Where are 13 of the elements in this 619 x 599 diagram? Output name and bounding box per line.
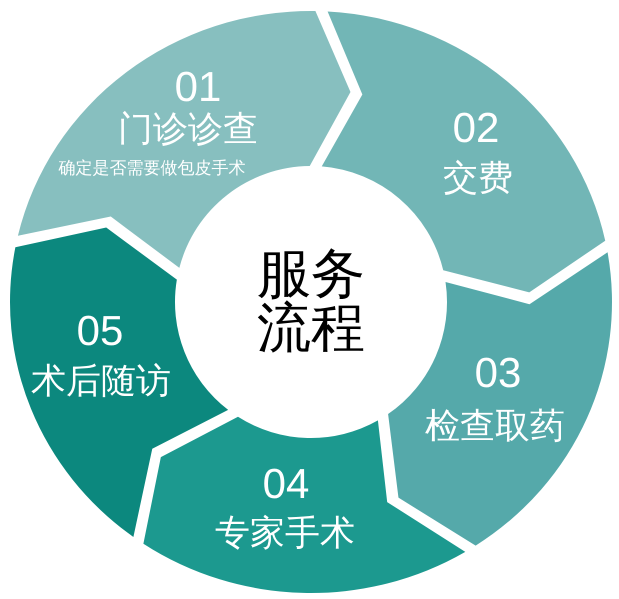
- step-number: 02: [452, 107, 500, 149]
- step-title: 专家手术: [215, 516, 355, 550]
- step-title: 门诊诊查: [118, 112, 258, 146]
- step-title: 检查取药: [425, 408, 565, 444]
- step-note: 确定是否需要做包皮手术: [58, 160, 246, 176]
- step-number: 05: [76, 310, 124, 352]
- step-number: 01: [174, 66, 222, 108]
- step-number: 03: [474, 352, 522, 394]
- step-title: 交费: [443, 160, 513, 196]
- center-title: 服务流程: [256, 247, 366, 355]
- step-number: 04: [262, 463, 310, 505]
- step-title: 术后随访: [31, 364, 171, 398]
- chevron-segment: [388, 252, 612, 546]
